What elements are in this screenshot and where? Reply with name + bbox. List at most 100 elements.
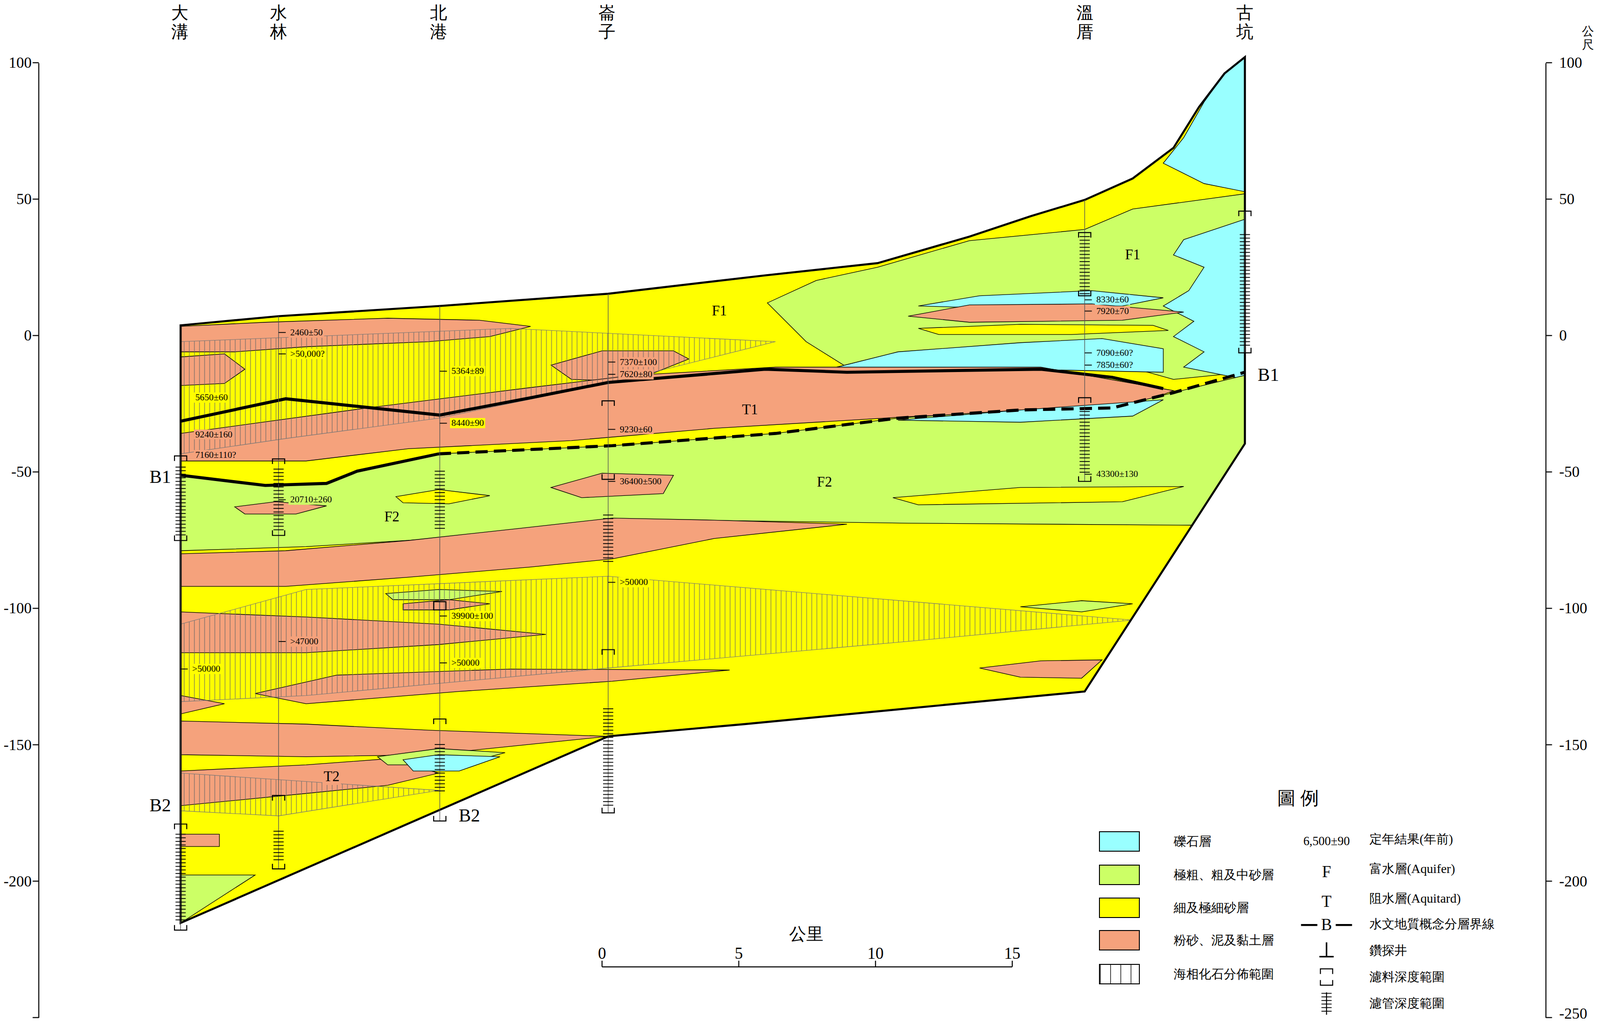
filter-pipe-tick [273, 504, 284, 506]
layer-lens [1163, 219, 1246, 380]
wells [174, 199, 1252, 931]
filter-pipe-tick [1079, 450, 1090, 452]
filter-pipe-tick [1079, 468, 1090, 470]
filter-pipe-tick [1240, 276, 1251, 278]
filter-pipe-tick [175, 855, 186, 857]
axis-tick-label: -150 [1559, 736, 1588, 753]
station-name: 大溝 [170, 3, 188, 42]
filter-pipe-tick [1240, 280, 1251, 282]
filter-pipe-tick [175, 834, 186, 836]
axis-line [1545, 63, 1547, 1018]
legend-swatch [1098, 831, 1140, 852]
filter-pipe-tick [1079, 293, 1090, 295]
filter-pipe-tick [1079, 407, 1090, 409]
axis-tick-label: -200 [1559, 872, 1588, 890]
layer-label: F2 [382, 509, 401, 526]
date-label: 5364±89 [449, 366, 486, 377]
axes [32, 62, 1552, 1018]
filter-pipe-tick [175, 481, 186, 482]
date-label: 5650±60 [193, 392, 230, 404]
filter-pipe-tick [434, 520, 445, 522]
filter-pipe-tick [603, 536, 614, 538]
layer-lens [893, 486, 1184, 506]
filter-pipe-tick [1240, 327, 1251, 328]
filter-pipe-tick [434, 776, 445, 778]
axis-tick-label: -50 [11, 463, 32, 481]
filter-pipe-tick [1240, 248, 1251, 250]
legend-swatch [1098, 897, 1140, 919]
filter-pipe-tick [1079, 243, 1090, 245]
filter-pipe-tick [273, 472, 284, 474]
date-tick [608, 429, 616, 431]
filter-pipe-tick [1321, 1003, 1332, 1005]
filter-pipe-tick [175, 466, 186, 468]
filter-pipe-tick [603, 514, 614, 516]
borehole-line [1084, 199, 1086, 482]
filter-pipe-tick [175, 506, 186, 508]
filter-pipe-tick [1079, 261, 1090, 263]
filter-pipe-tick [1240, 330, 1251, 332]
filter-pipe-tick [1240, 302, 1251, 303]
filter-pipe-tick [1079, 461, 1090, 463]
date-label: 39900±100 [449, 610, 495, 622]
filter-pipe-tick [603, 758, 614, 760]
axis-tick-label: -100 [3, 599, 32, 617]
filter-pipe-tick [434, 758, 445, 760]
filter-pipe-tick [175, 523, 186, 525]
filter-pipe-tick [175, 858, 186, 860]
layer-label: F1 [710, 303, 729, 320]
filter-pipe-tick [1240, 269, 1251, 271]
filter-pipe-tick [603, 525, 614, 527]
filter-pipe-tick [1079, 418, 1090, 420]
layer-lens [767, 193, 1245, 380]
filter-pipe-tick [175, 484, 186, 486]
filter-pipe-tick [1079, 239, 1090, 241]
filter-pipe-tick [434, 790, 445, 792]
layer-lens [395, 489, 490, 504]
filter-pipe-tick [1079, 432, 1090, 434]
date-tick [439, 370, 447, 372]
filter-pipe-tick [1240, 255, 1251, 257]
filter-pipe-tick [1321, 1010, 1332, 1012]
filter-pipe-tick [175, 488, 186, 489]
date-label: 7850±60? [1094, 359, 1135, 371]
filter-pipe-tick [1079, 454, 1090, 456]
filter-pipe-tick [434, 747, 445, 749]
filter-pipe-tick [175, 520, 186, 522]
filter-pipe-tick [603, 557, 614, 559]
borehole-line [1244, 211, 1246, 354]
filter-pipe-tick [1079, 257, 1090, 259]
filter-pipe-tick [175, 837, 186, 839]
filter-pipe-tick [1240, 251, 1251, 253]
filter-material-bracket [1078, 397, 1091, 482]
station-name: 北港 [430, 3, 448, 42]
filter-pipe-tick [434, 786, 445, 788]
date-tick [1084, 352, 1092, 354]
filter-pipe-tick [273, 529, 284, 531]
legend-swatch [1098, 930, 1140, 951]
filter-pipe-tick [1079, 279, 1090, 281]
filter-pipe-tick [175, 901, 186, 903]
boundary-label: B1 [1256, 365, 1281, 386]
marine-fossil-range [180, 576, 1133, 702]
legend-text: 礫石層 [1173, 834, 1212, 849]
axis-tick [1545, 1017, 1552, 1019]
legend-text: 水文地質概念分層界線 [1369, 917, 1495, 932]
legend-text: 細及極細砂層 [1173, 900, 1249, 915]
legend-text: 阻水層(Aquitard) [1369, 891, 1461, 906]
filter-pipe-tick [273, 855, 284, 857]
axis-unit: 公尺 [1581, 24, 1594, 52]
filter-pipe-tick [1079, 250, 1090, 252]
borehole-line [278, 316, 279, 870]
date-label: 7620±80 [618, 369, 654, 380]
boundary-label: B1 [147, 467, 173, 488]
filter-pipe-tick [603, 546, 614, 548]
filter-pipe-tick [273, 852, 284, 854]
filter-pipe-tick [603, 518, 614, 520]
filter-pipe-tick [603, 765, 614, 767]
layer-lens [180, 720, 609, 757]
filter-pipe-tick [434, 513, 445, 515]
filter-pipe-tick [175, 894, 186, 896]
